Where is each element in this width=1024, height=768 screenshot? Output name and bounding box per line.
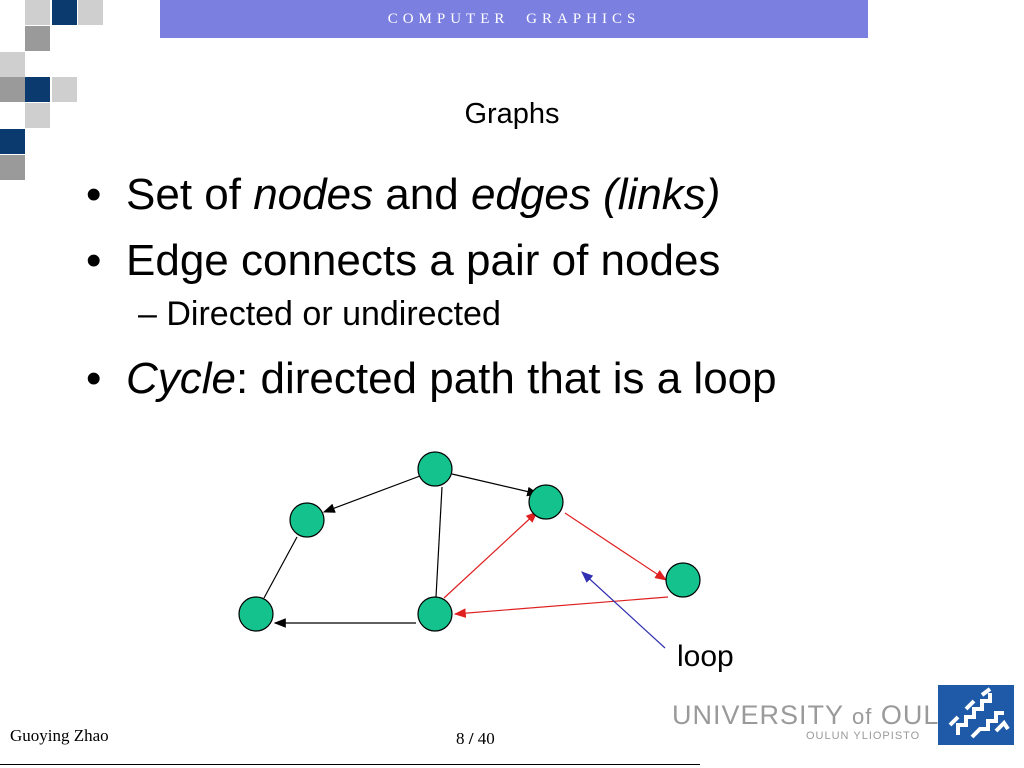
bullet-text: Set of xyxy=(126,170,254,219)
cycle-edge-bottom-to-right xyxy=(443,511,538,599)
graph-node xyxy=(528,484,564,520)
bullet-text: and xyxy=(373,170,471,219)
bullet-list: • Set of nodes and edges (links) • Edge co… xyxy=(86,168,777,418)
graph-node xyxy=(238,596,274,632)
bullet-emphasis: nodes xyxy=(253,170,374,219)
loop-label: loop xyxy=(677,640,734,673)
header-bar: COMPUTER GRAPHICS xyxy=(160,0,868,38)
university-logo-icon xyxy=(938,685,1014,745)
graph-node xyxy=(417,451,453,487)
page-current: 8 xyxy=(456,729,465,748)
bullet-dot-icon: • xyxy=(86,170,102,219)
graph-node xyxy=(665,562,701,598)
bullet-item: • Cycle: directed path that is a loop xyxy=(86,352,777,406)
cycle-edge-far-to-bottom xyxy=(453,596,669,618)
graph-node xyxy=(289,502,325,538)
slide-title: Graphs xyxy=(464,98,560,130)
bullet-dot-icon: • xyxy=(86,354,102,403)
bullet-text: Edge connects a pair of nodes xyxy=(126,236,721,285)
university-name-of: of xyxy=(852,704,873,729)
footer-author: Guoying Zhao xyxy=(10,726,109,745)
edge-top-to-bottom xyxy=(435,486,443,598)
bullet-text: : directed path that is a loop xyxy=(236,354,777,403)
page-separator: / xyxy=(468,729,474,748)
university-name-main: UNIVERSITY xyxy=(672,700,853,730)
bullet-item: • Edge connects a pair of nodes xyxy=(86,234,777,288)
header-title: COMPUTER GRAPHICS xyxy=(387,10,641,27)
bullet-dot-icon: • xyxy=(86,236,102,285)
university-name: UNIVERSITY of OULU xyxy=(672,700,960,731)
bullet-item: • Set of nodes and edges (links) xyxy=(86,168,777,222)
bullet-emphasis: Cycle xyxy=(126,354,237,403)
footer-divider xyxy=(0,764,700,765)
graph-node xyxy=(417,596,453,632)
page-number: 8 / 40 xyxy=(456,729,495,749)
corner-decoration xyxy=(0,0,110,190)
edge-left-to-bottomleft xyxy=(263,536,298,599)
bullet-emphasis: edges (links) xyxy=(470,170,721,219)
edge-top-to-left xyxy=(322,475,421,513)
cycle-edge-right-to-far xyxy=(564,512,667,581)
loop-pointer-arrow xyxy=(581,571,666,649)
sub-bullet: – Directed or undirected xyxy=(138,295,501,333)
edge-top-to-right xyxy=(451,473,540,497)
page-total: 40 xyxy=(477,729,495,748)
university-subtitle: OULUN YLIOPISTO xyxy=(806,730,921,742)
